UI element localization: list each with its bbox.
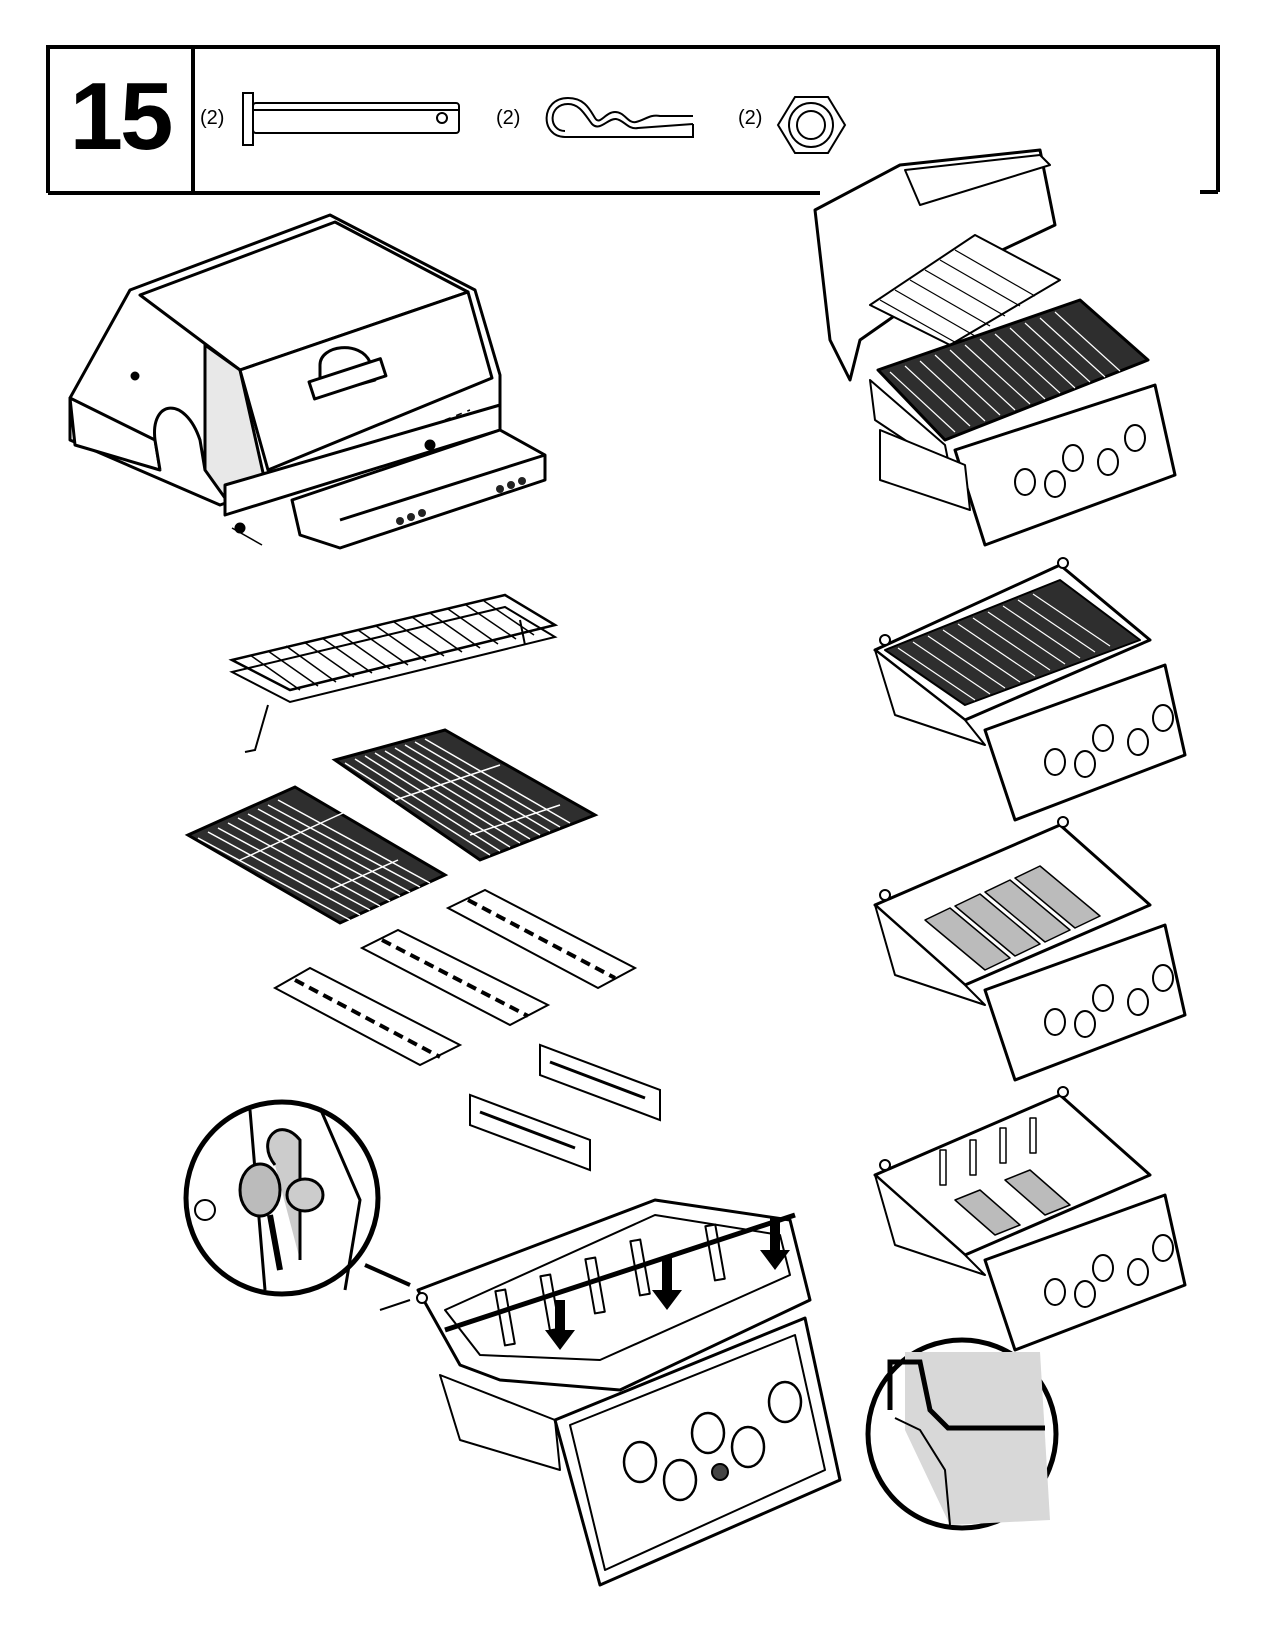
hex-nut-icon — [776, 96, 847, 154]
step-number: 15 — [69, 62, 174, 170]
flame-tamers — [272, 888, 638, 1067]
grill-assembled-lid-open — [813, 148, 1177, 547]
flame-tamer — [359, 928, 551, 1027]
part-quantity: (2) — [200, 107, 225, 129]
clevis-pin-icon — [242, 92, 460, 146]
heat-shield — [539, 1043, 661, 1122]
part-quantity: (2) — [496, 107, 521, 129]
grill-with-heat-shields — [873, 1086, 1187, 1352]
cooking-grid-right — [331, 728, 599, 862]
flame-tamer — [445, 888, 638, 990]
cooking-grid-left — [184, 785, 449, 925]
grill-lid — [68, 213, 547, 550]
grill-with-grids — [873, 557, 1187, 822]
step-header-frame — [46, 45, 1220, 195]
heat-shield — [469, 1093, 591, 1172]
hinge-pin-detail — [183, 1099, 411, 1297]
main-firebox — [379, 1198, 842, 1587]
hair-pin-cotter-icon — [545, 96, 694, 138]
heat-shields — [469, 1043, 661, 1172]
warming-rack — [228, 593, 559, 753]
part-quantity: (2) — [738, 107, 763, 129]
grill-with-flame-tamers — [873, 816, 1187, 1082]
grid-ledge-detail — [865, 1337, 1059, 1531]
flame-tamer — [272, 966, 463, 1067]
